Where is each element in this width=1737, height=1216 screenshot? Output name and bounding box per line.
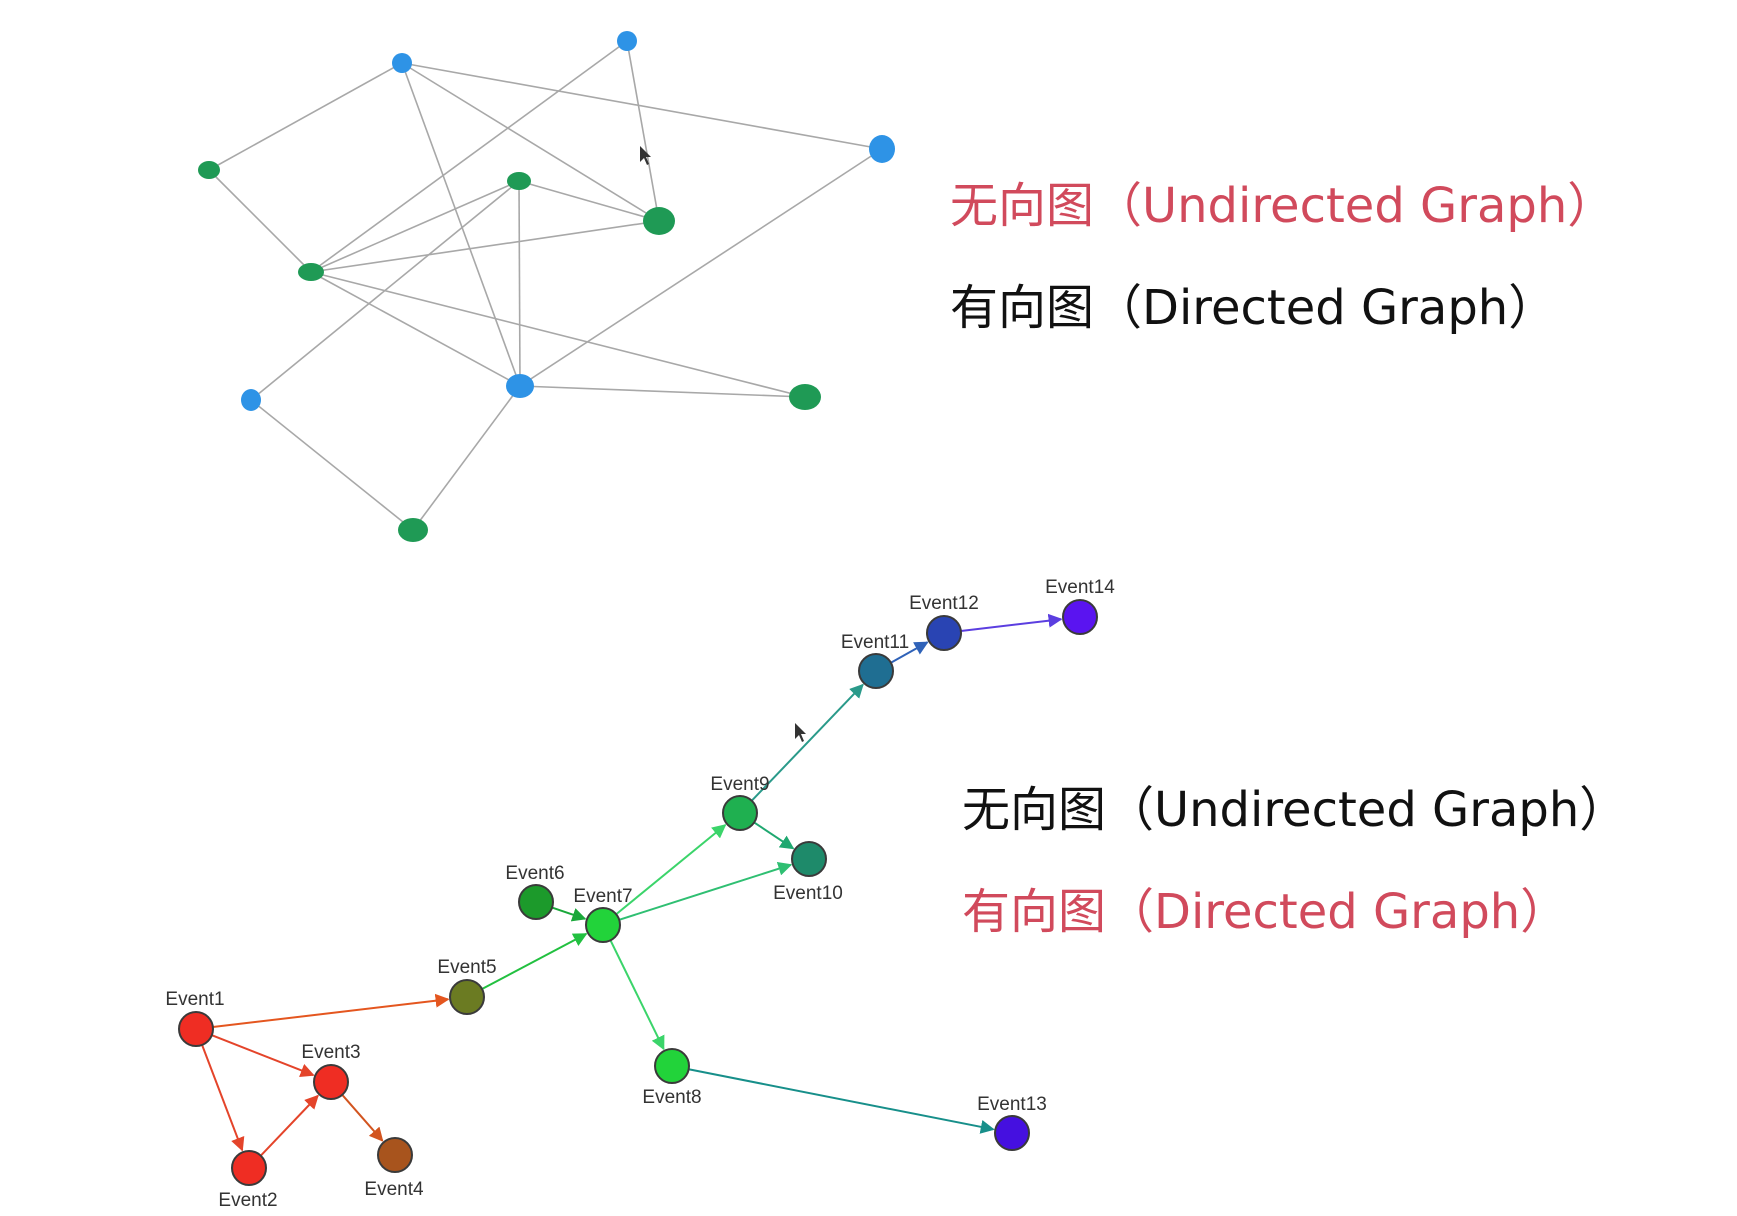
node-event10: [791, 841, 827, 877]
node-event2: [231, 1150, 267, 1186]
undirected-node: [789, 384, 821, 410]
undirected-edge: [310, 271, 806, 398]
node-label-event2: Event2: [218, 1190, 277, 1211]
node-event12: [926, 615, 962, 651]
node-event5: [449, 979, 485, 1015]
directed-edge-event6-to-event7: [551, 906, 587, 922]
node-label-event14: Event14: [1045, 577, 1115, 598]
directed-edge-event7-to-event10: [618, 861, 793, 921]
undirected-edge: [518, 180, 521, 387]
undirected-edge: [519, 385, 806, 398]
directed-edge-event1-to-event5: [212, 993, 450, 1028]
node-event4: [377, 1137, 413, 1173]
node-event9: [722, 795, 758, 831]
node-label-event11: Event11: [841, 632, 909, 653]
bottom-directed-graph-caption: 有向图（Directed Graph）: [962, 884, 1569, 940]
directed-edge-event9-to-event10: [753, 821, 795, 850]
undirected-edge: [401, 62, 521, 387]
top-directed-graph-caption: 有向图（Directed Graph）: [950, 280, 1557, 336]
undirected-node: [241, 389, 261, 411]
undirected-node: [398, 518, 428, 542]
directed-edge-event7-to-event9: [615, 824, 727, 916]
directed-edge-event8-to-event13: [688, 1068, 995, 1134]
undirected-edge: [310, 180, 520, 273]
undirected-node: [392, 53, 412, 73]
directed-edge-event2-to-event3: [260, 1094, 319, 1157]
undirected-edge: [626, 40, 660, 222]
undirected-node: [298, 263, 324, 281]
undirected-node: [198, 161, 220, 179]
undirected-edge: [208, 62, 403, 171]
undirected-node: [643, 207, 675, 235]
undirected-edge: [310, 271, 521, 387]
directed-edge-event11-to-event12: [890, 641, 929, 664]
node-event1: [178, 1011, 214, 1047]
undirected-graph-edges: [208, 40, 883, 531]
directed-edge-event7-to-event8: [609, 939, 665, 1051]
node-label-event13: Event13: [977, 1094, 1047, 1115]
node-label-event1: Event1: [165, 989, 224, 1010]
node-event8: [654, 1048, 690, 1084]
node-label-event4: Event4: [364, 1179, 424, 1200]
node-label-event6: Event6: [505, 863, 564, 884]
node-label-event5: Event5: [437, 957, 496, 978]
mouse-cursor-icon: [640, 146, 651, 165]
directed-graph-labels: Event1Event2Event3Event4Event5Event6Even…: [165, 577, 1115, 1211]
top-undirected-graph-caption: 无向图（Undirected Graph）: [950, 178, 1616, 234]
undirected-node: [506, 374, 534, 398]
node-label-event8: Event8: [642, 1087, 701, 1108]
undirected-edge: [250, 399, 414, 531]
undirected-edge: [310, 40, 628, 273]
node-event7: [585, 907, 621, 943]
undirected-graph-nodes: [198, 31, 895, 542]
node-event13: [994, 1115, 1030, 1151]
directed-edge-event9-to-event11: [751, 683, 864, 802]
mouse-cursor-icon: [795, 723, 806, 742]
undirected-edge: [310, 220, 660, 273]
undirected-edge: [518, 180, 660, 222]
directed-edge-event1-to-event3: [211, 1034, 315, 1077]
undirected-node: [617, 31, 637, 51]
node-label-event12: Event12: [909, 593, 979, 614]
directed-edge-event12-to-event14: [960, 613, 1063, 633]
node-event11: [858, 653, 894, 689]
undirected-edge: [208, 169, 312, 273]
directed-edge-event5-to-event7: [481, 933, 588, 990]
node-label-event10: Event10: [773, 883, 843, 904]
node-label-event3: Event3: [301, 1042, 360, 1063]
node-event3: [313, 1064, 349, 1100]
undirected-edge: [519, 148, 883, 387]
node-label-event7: Event7: [573, 886, 632, 907]
directed-graph-nodes: [178, 599, 1098, 1186]
undirected-edge: [401, 62, 883, 150]
bottom-undirected-graph-caption: 无向图（Undirected Graph）: [962, 782, 1628, 838]
directed-graph-edges: [201, 613, 1063, 1157]
directed-edge-event3-to-event4: [341, 1094, 384, 1142]
undirected-node: [869, 135, 895, 163]
node-event14: [1062, 599, 1098, 635]
undirected-edge: [412, 385, 521, 531]
undirected-edge: [401, 62, 660, 222]
undirected-node: [507, 172, 531, 190]
node-label-event9: Event9: [710, 774, 769, 795]
node-event6: [518, 884, 554, 920]
directed-edge-event1-to-event2: [201, 1044, 245, 1152]
